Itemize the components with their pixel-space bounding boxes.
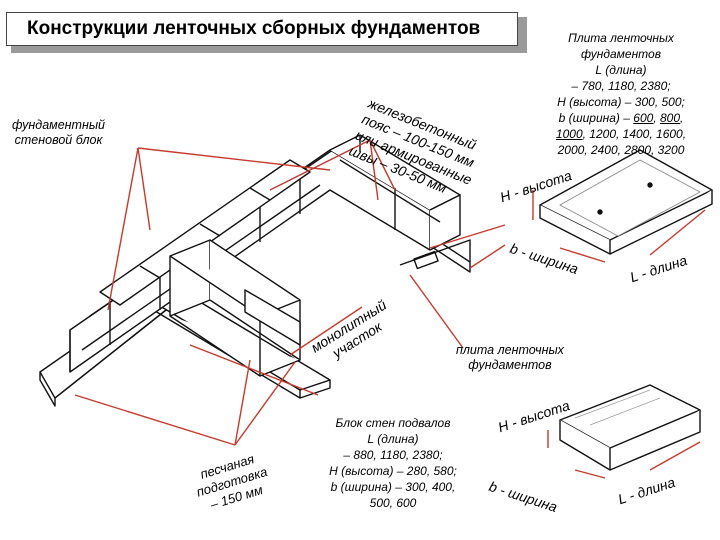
label-wall-block: фундаментный стеновой блок xyxy=(12,118,105,147)
wall-blocks-cross xyxy=(169,239,301,377)
block-spec: Блок стен подвалов L (длина) – 880, 1180… xyxy=(329,416,457,510)
dimension-lines xyxy=(532,190,706,479)
wall-blocks-top xyxy=(99,159,311,306)
page-title: Конструкции ленточных сборных фундаменто… xyxy=(6,12,518,46)
block-detail-bottom xyxy=(559,384,701,471)
label-slab-caption: плита ленточных фундаментов xyxy=(456,343,564,372)
slab-detail-top xyxy=(539,149,713,255)
slab-spec: Плита ленточных фундаментов L (длина) – … xyxy=(555,31,687,157)
leader-lines xyxy=(74,139,506,446)
